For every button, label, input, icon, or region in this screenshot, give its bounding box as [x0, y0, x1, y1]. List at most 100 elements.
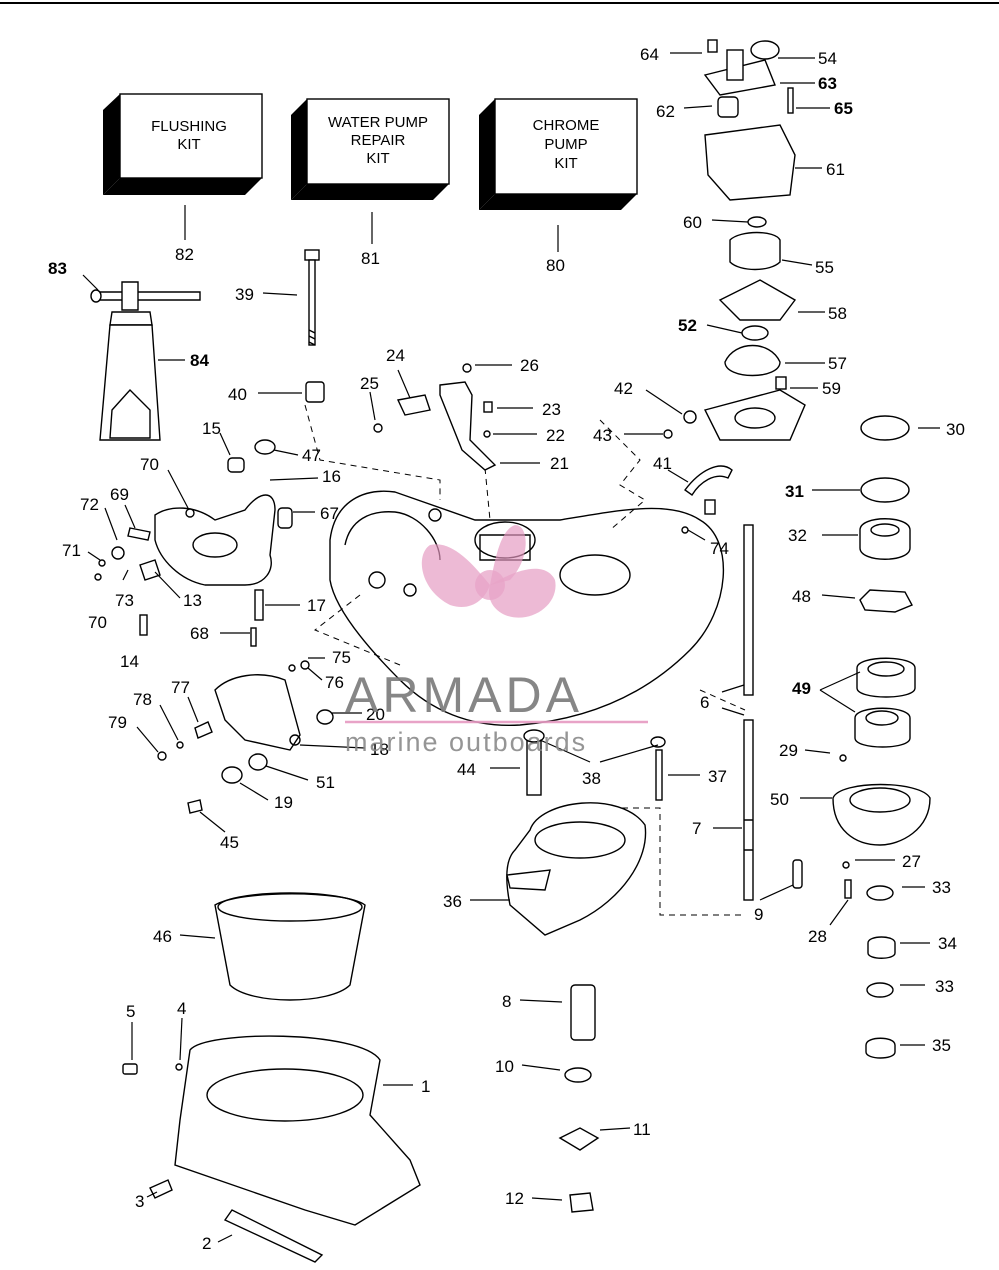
- callout-label: 40: [228, 385, 247, 404]
- callout-label: 34: [938, 934, 957, 953]
- callout-label: 44: [457, 760, 476, 779]
- callout-label: 24: [386, 346, 405, 365]
- callout-label: 9: [754, 905, 763, 924]
- callout-label: 12: [505, 1189, 524, 1208]
- leader-lines: [82, 52, 940, 1243]
- callout-label: 31: [785, 482, 804, 501]
- callout-label: 48: [792, 587, 811, 606]
- callout-label: 33: [932, 878, 951, 897]
- callout-label: 42: [614, 379, 633, 398]
- flushing-device: [90, 281, 201, 441]
- drive-shafts: [743, 524, 803, 901]
- callout-label: 62: [656, 102, 675, 121]
- watermark-tagline: marine outboards: [345, 727, 587, 757]
- seal-bearing-column: [832, 415, 931, 1059]
- callout-label: 15: [202, 419, 221, 438]
- callout-label: 55: [815, 258, 834, 277]
- propeller-blade: [421, 544, 490, 608]
- callout-label: 47: [302, 446, 321, 465]
- callout-label: 1: [421, 1077, 430, 1096]
- callout-label: 76: [325, 673, 344, 692]
- callout-label: 41: [653, 454, 672, 473]
- callout-label: 22: [546, 426, 565, 445]
- callout-label: 43: [593, 426, 612, 445]
- lower-bracket: [157, 660, 334, 814]
- callout-label: 84: [190, 351, 209, 370]
- intake-parts: [122, 729, 666, 1263]
- callout-label: 8: [502, 992, 511, 1011]
- propeller-hub: [475, 570, 505, 600]
- callout-label: 23: [542, 400, 561, 419]
- callout-label: 65: [834, 99, 853, 118]
- callout-label: 4: [177, 999, 186, 1018]
- callout-label: 81: [361, 249, 380, 268]
- callout-label: 20: [366, 705, 385, 724]
- callout-label: 80: [546, 256, 565, 275]
- callout-label: 68: [190, 624, 209, 643]
- callout-label: 78: [133, 690, 152, 709]
- callout-label: 77: [171, 678, 190, 697]
- callout-label: 60: [683, 213, 702, 232]
- left-bracket: [94, 439, 293, 647]
- callout-label: 82: [175, 245, 194, 264]
- callout-label: 61: [826, 160, 845, 179]
- watermark-brand: ARMADA: [345, 667, 583, 723]
- callout-label: 30: [946, 420, 965, 439]
- kit-label-line: KIT: [554, 155, 577, 172]
- bolt-39: [304, 249, 325, 403]
- callout-label: 45: [220, 833, 239, 852]
- callout-label: 49: [792, 679, 811, 698]
- callout-label: 57: [828, 354, 847, 373]
- callout-label: 29: [779, 741, 798, 760]
- water-pump-stack: [663, 39, 806, 534]
- callout-label: 19: [274, 793, 293, 812]
- callout-label: 73: [115, 591, 134, 610]
- callout-label: 54: [818, 49, 837, 68]
- kit-label-line: KIT: [366, 150, 389, 167]
- callout-label: 37: [708, 767, 727, 786]
- callout-label: 46: [153, 927, 172, 946]
- callout-label: 74: [710, 539, 729, 558]
- kit-label-line: PUMP: [544, 136, 587, 153]
- callout-label: 70: [140, 455, 159, 474]
- kit-box-water-pump: WATER PUMP REPAIR KIT: [291, 98, 450, 200]
- callout-label: 3: [135, 1192, 144, 1211]
- callout-label: 5: [126, 1002, 135, 1021]
- kit-label-line: FLUSHING: [151, 118, 227, 135]
- kit-label-line: CHROME: [533, 117, 600, 134]
- callout-label: 7: [692, 819, 701, 838]
- callout-label: 79: [108, 713, 127, 732]
- kit-label-line: WATER PUMP: [328, 114, 428, 131]
- callout-label: 35: [932, 1036, 951, 1055]
- callout-label: 51: [316, 773, 335, 792]
- callout-label: 70: [88, 613, 107, 632]
- callout-label: 17: [307, 596, 326, 615]
- propeller-logo: [421, 525, 556, 618]
- callout-label: 38: [582, 769, 601, 788]
- callout-label: 52: [678, 316, 697, 335]
- callout-label: 14: [120, 652, 139, 671]
- callout-label: 25: [360, 374, 379, 393]
- callout-label: 63: [818, 74, 837, 93]
- callout-label: 72: [80, 495, 99, 514]
- callout-label: 21: [550, 454, 569, 473]
- callout-label: 13: [183, 591, 202, 610]
- armada-watermark: ARMADA marine outboards: [345, 525, 648, 757]
- callout-label: 10: [495, 1057, 514, 1076]
- callout-label: 67: [320, 504, 339, 523]
- callout-label: 83: [48, 259, 67, 278]
- callout-label: 26: [520, 356, 539, 375]
- kit-box-flushing: FLUSHING KIT: [103, 93, 263, 195]
- callout-label: 50: [770, 790, 789, 809]
- callout-label: 39: [235, 285, 254, 304]
- callout-label: 18: [370, 740, 389, 759]
- callout-label: 58: [828, 304, 847, 323]
- callout-numbers: 82 81 80 64 54 63 62 65 61 60 55 58 52 5…: [48, 45, 965, 1253]
- callout-label: 64: [640, 45, 659, 64]
- callout-label: 27: [902, 852, 921, 871]
- callout-label: 69: [110, 485, 129, 504]
- small-parts-upper: [373, 363, 497, 471]
- kit-label-line: KIT: [177, 136, 200, 153]
- callout-label: 2: [202, 1234, 211, 1253]
